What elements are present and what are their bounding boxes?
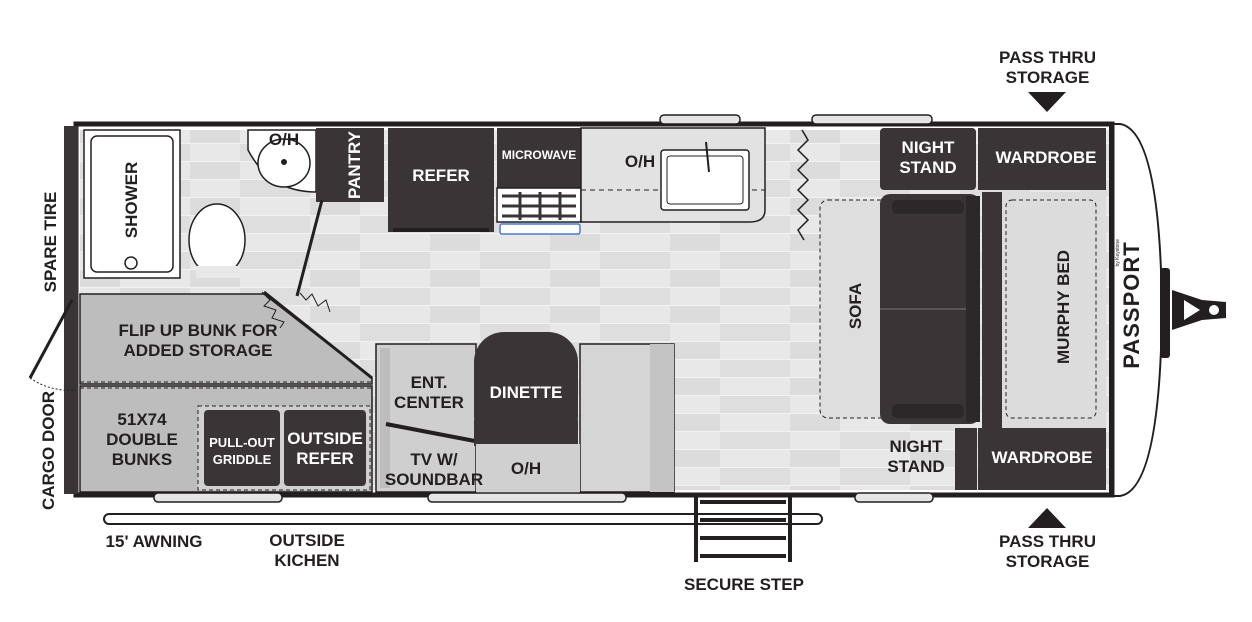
murphy-bed-label: MURPHY BED — [1054, 250, 1073, 364]
night-stand-bottom-line2: STAND — [887, 457, 945, 476]
pass-thru-bottom-label: PASS THRU STORAGE — [985, 532, 1110, 572]
flip-up-bunk-line1: FLIP UP BUNK FOR — [118, 321, 278, 340]
refer — [388, 128, 494, 232]
shower-label: SHOWER — [122, 161, 141, 239]
dinette-label: DINETTE — [489, 383, 563, 402]
cargo-door-leaf — [28, 299, 74, 379]
double-bunks-label: 51X74 DOUBLE BUNKS — [90, 410, 194, 470]
outside-kitchen-line1: OUTSIDE — [269, 531, 345, 550]
shower-pan — [90, 135, 174, 273]
ent-center-line1: ENT. — [410, 373, 448, 392]
outside-refer-label: OUTSIDE REFER — [284, 429, 366, 469]
ent-center-line2: CENTER — [394, 393, 464, 412]
pull-out-griddle-line1: PULL-OUT — [209, 435, 275, 450]
double-bunks-line2: DOUBLE — [106, 430, 178, 449]
night-stand-bottom-line1: NIGHT — [889, 437, 943, 456]
brand-logo: PASSPORT by Keystone — [1115, 235, 1145, 375]
secure-step — [694, 496, 792, 562]
tv-soundbar-line1: TV W/ — [410, 450, 458, 469]
double-bunks-line1: 51X74 — [117, 410, 167, 429]
brand-name: PASSPORT — [1119, 241, 1144, 369]
window-top-2 — [811, 114, 933, 125]
wardrobe-bottom — [978, 428, 1106, 490]
bath-wall — [316, 128, 326, 202]
night-stand-bottom-shelf — [955, 428, 977, 490]
window-bottom-3 — [854, 492, 934, 503]
night-stand-top-label: NIGHT STAND — [880, 138, 976, 178]
window-top-1 — [659, 114, 741, 125]
ent-center-label: ENT. CENTER — [384, 373, 474, 413]
oh-kitchen-label: O/H — [624, 152, 656, 171]
tv-soundbar-label: TV W/ SOUNDBAR — [382, 450, 486, 490]
cargo-door-swing — [29, 377, 77, 391]
flip-up-bunk — [79, 293, 373, 385]
refer-label: REFER — [412, 166, 470, 185]
tv-soundbar — [385, 422, 481, 444]
microwave — [497, 128, 581, 188]
bath-door-swing — [299, 292, 331, 313]
pull-out-griddle-line2: GRIDDLE — [212, 452, 272, 467]
tv-soundbar-line2: SOUNDBAR — [384, 470, 484, 489]
pull-out-griddle — [204, 410, 280, 486]
night-stand-top-line2: STAND — [899, 158, 957, 177]
pass-thru-arrow-bottom — [1028, 508, 1066, 528]
toilet-tank — [196, 266, 240, 278]
night-stand-bottom-label: NIGHT STAND — [868, 437, 964, 477]
sofa-label: SOFA — [846, 282, 865, 330]
outside-refer-line1: OUTSIDE — [287, 429, 363, 448]
outside-refer — [284, 410, 366, 486]
pull-out-griddle-label: PULL-OUT GRIDDLE — [204, 434, 280, 468]
pass-thru-bottom-line1: PASS THRU — [999, 532, 1096, 551]
outside-refer-line2: REFER — [296, 449, 354, 468]
murphy-bed-outline — [1005, 199, 1097, 419]
dinette-table — [474, 332, 578, 446]
bath-faucet — [281, 159, 287, 165]
flip-up-bunk-line2: ADDED STORAGE — [123, 341, 273, 360]
night-stand-top-line1: NIGHT — [901, 138, 955, 157]
night-stand-top — [880, 128, 976, 190]
wardrobe-top — [978, 128, 1106, 190]
ent-center — [375, 343, 477, 493]
window-bottom-2 — [427, 492, 627, 503]
secure-step-label: SECURE STEP — [684, 575, 804, 594]
bunk-door-swing — [261, 291, 285, 329]
privacy-curtain — [796, 129, 810, 241]
cargo-door-label: CARGO DOOR — [39, 391, 58, 510]
window-bottom-1 — [153, 492, 283, 503]
microwave-label: MICROWAVE — [501, 148, 577, 162]
pass-thru-top-line1: PASS THRU — [999, 48, 1096, 67]
stove-front — [499, 223, 581, 235]
outside-kitchen-label: OUTSIDE KICHEN — [252, 531, 362, 571]
flip-up-bunk-label: FLIP UP BUNK FOR ADDED STORAGE — [96, 321, 300, 361]
pass-thru-bottom-line2: STORAGE — [1005, 552, 1090, 571]
outside-kitchen-line2: KICHEN — [274, 551, 340, 570]
toilet — [188, 203, 246, 277]
double-bunks-line3: BUNKS — [111, 450, 173, 469]
pass-thru-top-label: PASS THRU STORAGE — [985, 48, 1110, 88]
pantry — [326, 128, 384, 202]
awning — [103, 513, 823, 525]
murphy-bed-area — [1002, 192, 1106, 428]
hitch — [1160, 268, 1226, 358]
oh-bath-label: O/H — [268, 130, 300, 149]
bath-door — [295, 199, 324, 297]
pantry-label: PANTRY — [345, 131, 364, 199]
spare-tire-label: SPARE TIRE — [41, 191, 60, 293]
awning-label: 15' AWNING — [105, 532, 203, 551]
wardrobe-bottom-label: WARDROBE — [991, 448, 1093, 467]
shower-drain — [124, 256, 138, 270]
wardrobe-top-label: WARDROBE — [995, 148, 1097, 167]
rear-wall — [64, 126, 78, 494]
oh-dinette — [476, 444, 580, 492]
murphy-frame — [982, 192, 1002, 428]
oh-dinette-label: O/H — [510, 459, 542, 478]
brand-subtitle: by Keystone — [1115, 239, 1121, 267]
pass-thru-arrow-top — [1028, 92, 1066, 112]
pass-thru-top-line2: STORAGE — [1005, 68, 1090, 87]
